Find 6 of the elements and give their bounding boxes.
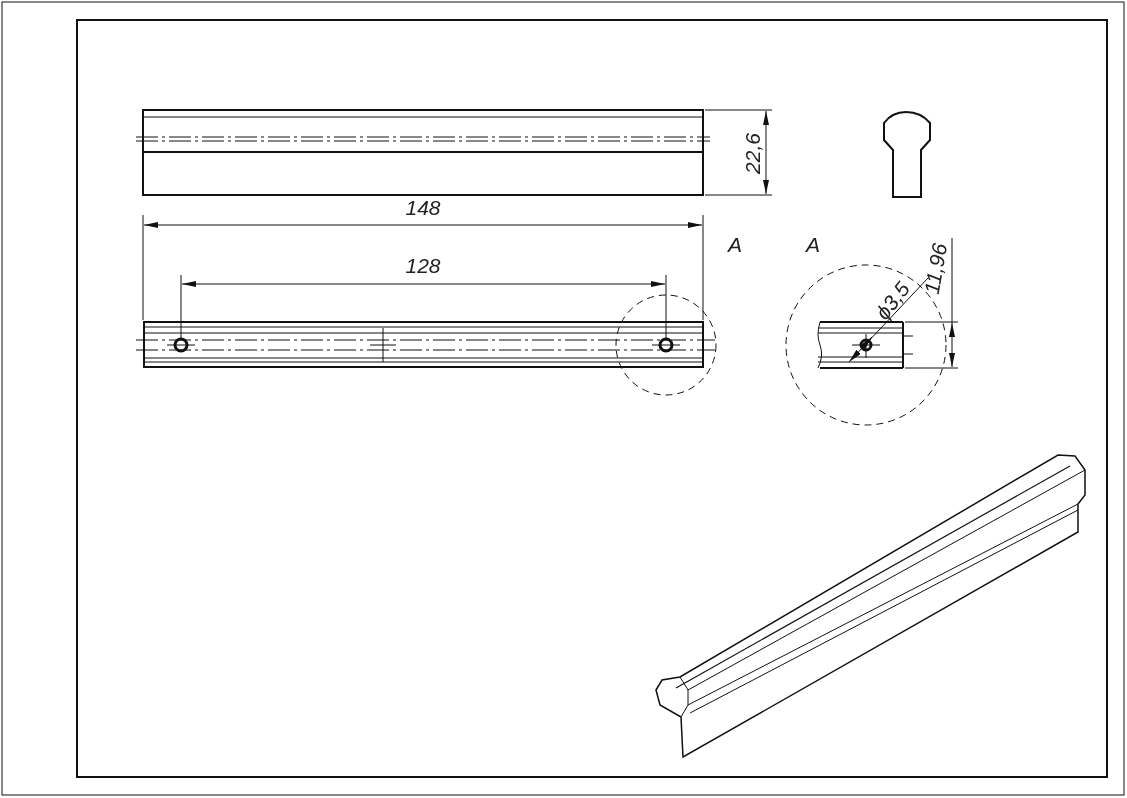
dimension-label: 11,96 [920, 241, 950, 295]
view-label: A [806, 233, 820, 255]
dimension-label: 148 [405, 196, 441, 218]
dimension-label: 128 [405, 254, 441, 276]
dimension-label: 22,6 [741, 132, 763, 174]
view-label: A [728, 233, 742, 255]
